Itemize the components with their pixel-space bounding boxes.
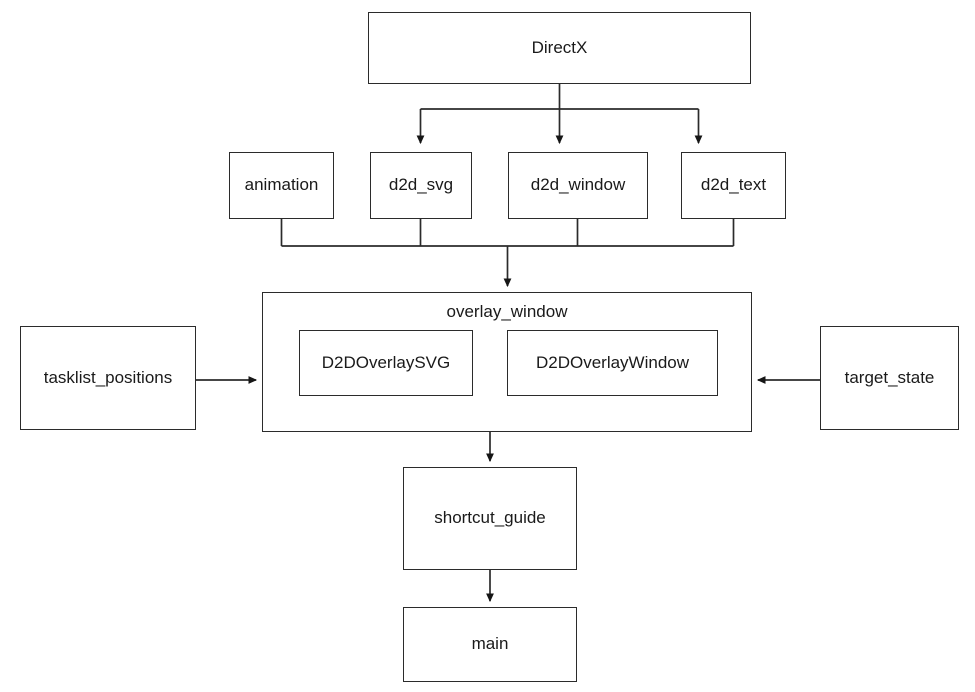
- node-shortcut-guide[interactable]: shortcut_guide: [403, 467, 577, 570]
- node-directx-label: DirectX: [531, 37, 588, 57]
- node-d2doverlaywindow[interactable]: D2DOverlayWindow: [507, 330, 718, 396]
- node-target-state-label: target_state: [844, 367, 935, 387]
- node-d2doverlaywindow-label: D2DOverlayWindow: [535, 353, 690, 372]
- node-overlay-window-label: overlay_window: [446, 302, 568, 321]
- node-d2doverlaysvg[interactable]: D2DOverlaySVG: [299, 330, 473, 396]
- node-d2d-svg-label: d2d_svg: [388, 175, 454, 195]
- node-d2d-text[interactable]: d2d_text: [681, 152, 786, 219]
- node-directx[interactable]: DirectX: [368, 12, 751, 84]
- node-animation-label: animation: [244, 175, 319, 195]
- node-tasklist-positions-label: tasklist_positions: [43, 367, 173, 387]
- node-d2d-text-label: d2d_text: [700, 175, 767, 195]
- node-d2d-svg[interactable]: d2d_svg: [370, 152, 472, 219]
- node-tasklist-positions[interactable]: tasklist_positions: [20, 326, 196, 430]
- node-d2d-window[interactable]: d2d_window: [508, 152, 648, 219]
- node-d2d-window-label: d2d_window: [530, 175, 626, 195]
- node-main-label: main: [471, 634, 509, 654]
- node-main[interactable]: main: [403, 607, 577, 682]
- node-target-state[interactable]: target_state: [820, 326, 959, 430]
- node-animation[interactable]: animation: [229, 152, 334, 219]
- node-d2doverlaysvg-label: D2DOverlaySVG: [321, 353, 451, 372]
- node-shortcut-guide-label: shortcut_guide: [434, 508, 546, 528]
